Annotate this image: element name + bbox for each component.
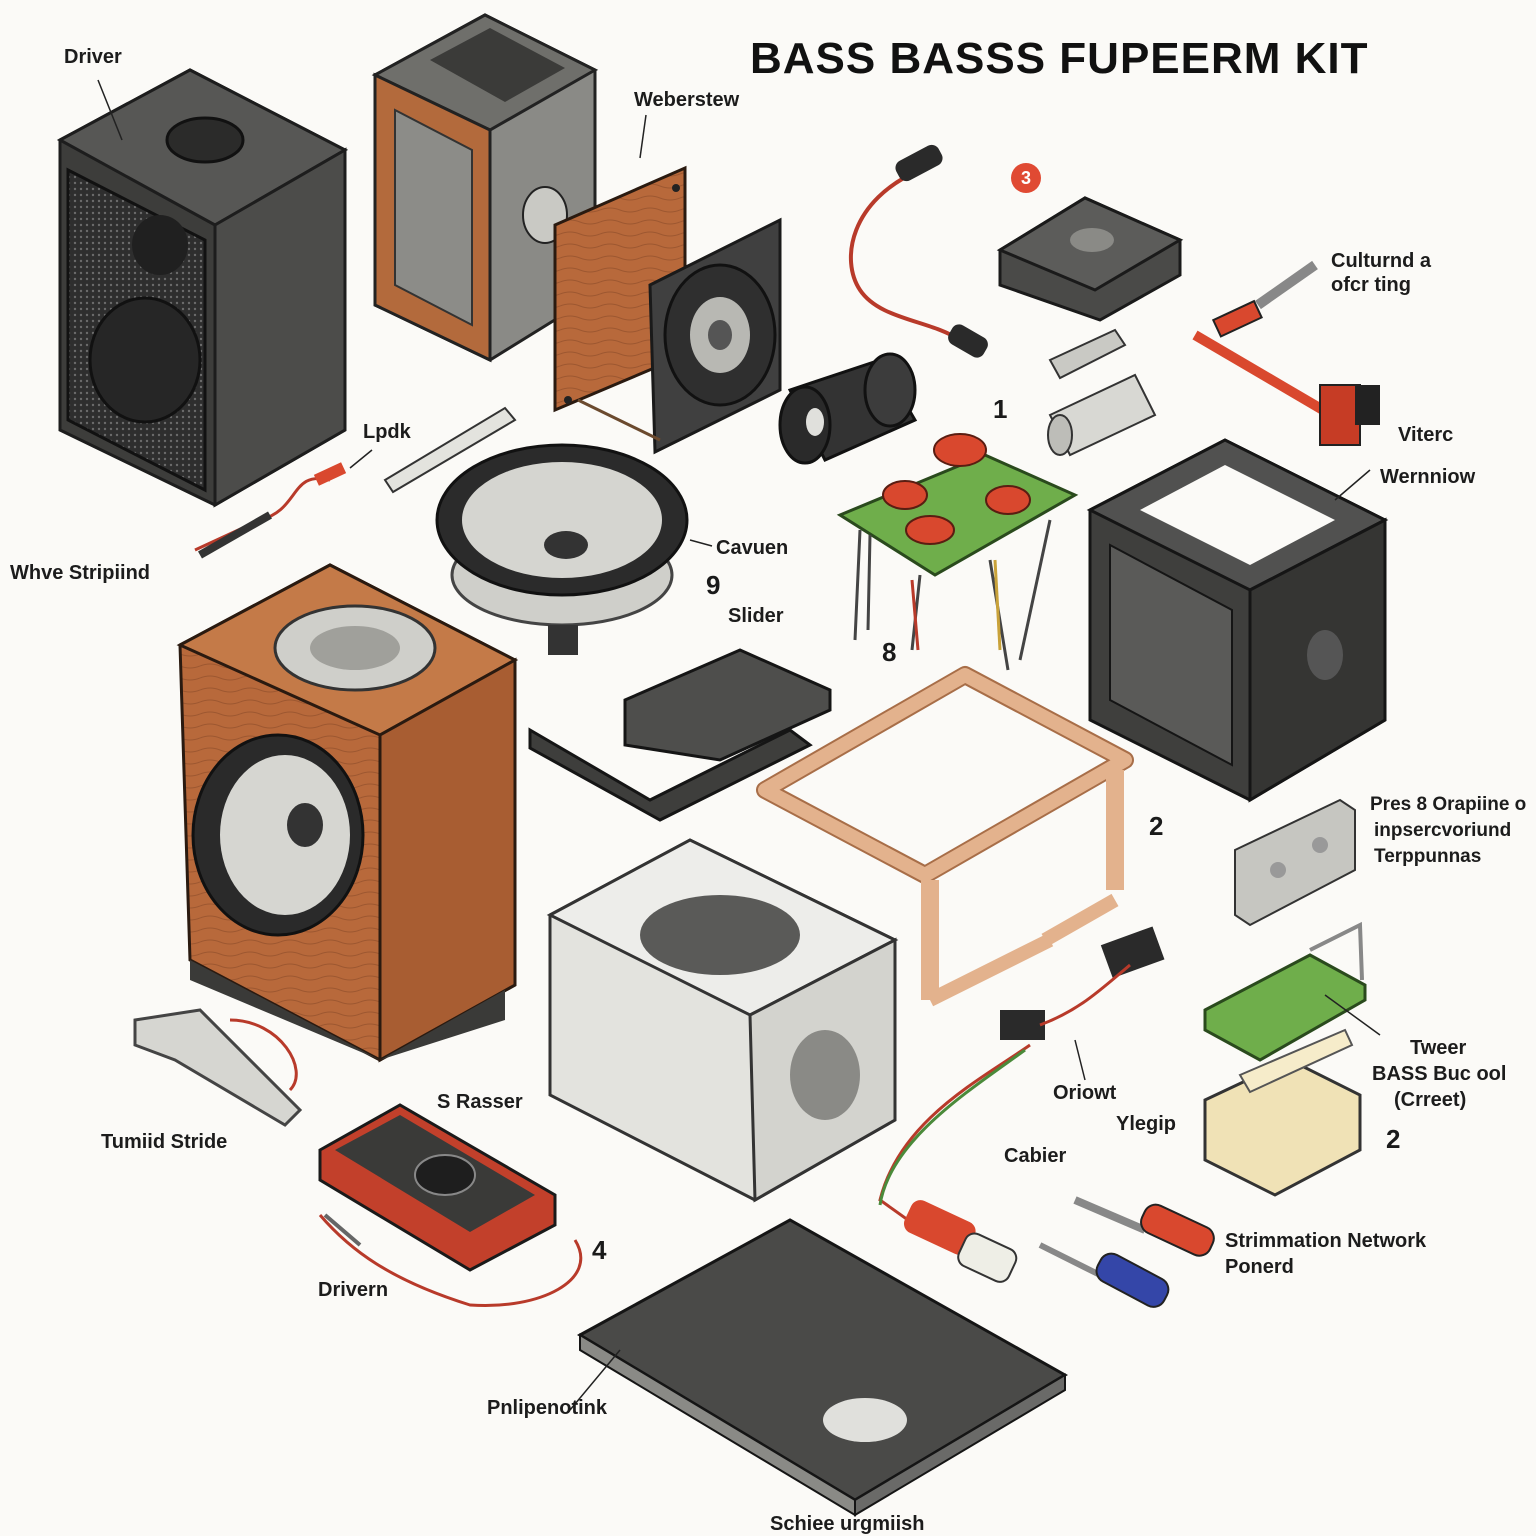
- terminal-pins: [1047, 328, 1157, 457]
- label-oriowt: Oriowt: [1053, 1082, 1117, 1104]
- leader-lines: [97, 79, 1381, 1411]
- label-pres-2: inpsercvoriund: [1374, 820, 1512, 841]
- label-tumiid-stride: Tumiid Stride: [101, 1131, 228, 1153]
- label-strimmation-1: Strimmation Network: [1225, 1230, 1427, 1252]
- step-number-2-box: 2: [1386, 1124, 1401, 1154]
- label-pnlipenotink: Pnlipenotink: [487, 1397, 607, 1419]
- light-wood-frame: [756, 666, 1134, 1007]
- label-pres-1: Pres 8 Orapiine o: [1370, 794, 1527, 815]
- label-cabier: Cabier: [1004, 1145, 1067, 1167]
- label-drivern: Drivern: [318, 1279, 389, 1301]
- label-tweer-3: (Crreet): [1394, 1089, 1467, 1111]
- port-tube: [778, 352, 918, 465]
- metal-rod: [383, 406, 517, 494]
- label-weberstew: Weberstew: [634, 89, 740, 111]
- label-s-rasser: S Rasser: [437, 1091, 523, 1113]
- wire-stripper-tool: [133, 1008, 303, 1127]
- step-number-9: 9: [706, 570, 721, 600]
- wood-speaker-cabinet: [176, 563, 519, 1063]
- red-screwdriver: [1073, 1196, 1215, 1257]
- open-cabinet-frame: [371, 13, 599, 363]
- crossover-pcb: [836, 433, 1079, 671]
- wire-harness: [878, 926, 1165, 1283]
- label-wernniow: Wernniow: [1380, 466, 1476, 488]
- step-number-4: 4: [592, 1235, 607, 1265]
- label-schiee-urgmiish: Schiee urgmiish: [770, 1513, 925, 1535]
- woofer-driver: [435, 443, 689, 655]
- label-culturnd-2: ofcr ting: [1331, 274, 1411, 296]
- dark-rail-bracket: [528, 648, 832, 822]
- dark-open-cube: [1086, 438, 1389, 803]
- multimeter: [318, 1103, 583, 1308]
- label-lpdk: Lpdk: [363, 421, 411, 443]
- label-cavuen: Cavuen: [716, 537, 789, 559]
- dark-bookshelf-speaker: [56, 68, 349, 508]
- dark-bracket: [996, 196, 1184, 322]
- label-whve-stripiind: Whve Stripiind: [10, 562, 150, 584]
- label-culturnd-1: Culturnd a: [1331, 250, 1431, 272]
- step-badge: 3: [1011, 163, 1041, 193]
- diagram-title: BASS BASSS FUPEERM KIT: [750, 34, 1369, 83]
- dark-driver-baffle: [577, 217, 782, 455]
- label-tweer-1: Tweer: [1410, 1037, 1467, 1059]
- green-amp-board: [1203, 921, 1367, 1062]
- label-strimmation-2: Ponerd: [1225, 1256, 1294, 1278]
- step-number-2-frame: 2: [1149, 811, 1164, 841]
- label-ylegip: Ylegip: [1116, 1113, 1177, 1135]
- step-number-1: 1: [993, 394, 1008, 424]
- red-crimp-tool: [1192, 260, 1380, 446]
- step-number-8: 8: [882, 637, 897, 667]
- wire-stripper-lead: [194, 462, 347, 559]
- label-slider: Slider: [728, 605, 784, 627]
- label-viterc: Viterc: [1398, 424, 1454, 446]
- tan-box: [1203, 1028, 1362, 1197]
- terminal-plate: [1234, 798, 1356, 927]
- bottom-base-plate: [576, 1218, 1068, 1517]
- label-driver: Driver: [64, 46, 122, 68]
- label-pres-3: Terppunnas: [1374, 846, 1482, 867]
- label-tweer-2: BASS Buc ool: [1372, 1063, 1507, 1085]
- audio-cable: [848, 144, 988, 358]
- grey-cube-enclosure: [546, 838, 899, 1203]
- blue-screwdriver: [1038, 1242, 1170, 1308]
